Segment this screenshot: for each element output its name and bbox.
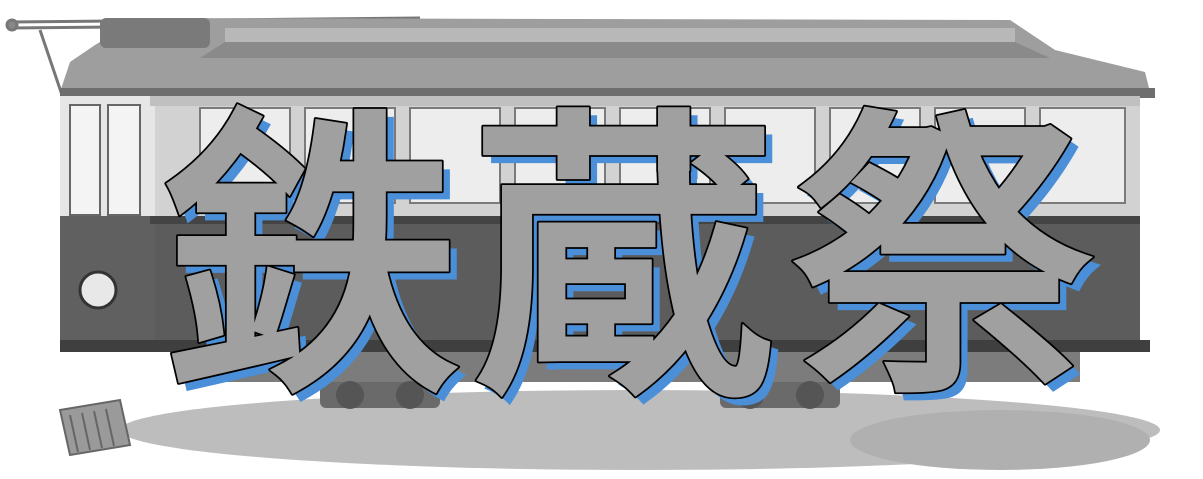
title-char-1: 鉄 <box>160 86 460 435</box>
title-char-2: 蔵 <box>474 86 774 435</box>
tram-illustration <box>5 16 1160 470</box>
title-char-2-shadow: 蔵 <box>482 94 782 443</box>
title-lettering: 鉄 蔵 祭 鉄 蔵 祭 <box>158 84 1105 443</box>
title-char-3: 祭 <box>792 86 1097 435</box>
tram-undercarriage <box>180 352 1080 409</box>
title-char-3-shadow: 祭 <box>800 94 1105 443</box>
tram-fender <box>58 398 132 457</box>
title-char-1-shadow: 鉄 <box>168 94 468 443</box>
tram-roof <box>60 18 1155 98</box>
tram-lower-body <box>60 216 1150 352</box>
